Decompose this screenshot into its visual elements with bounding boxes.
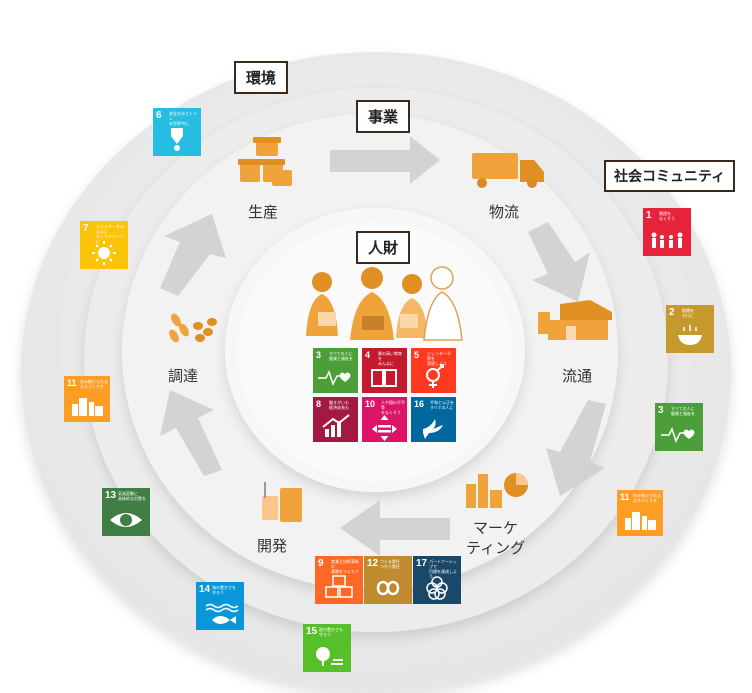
store-icon xyxy=(538,300,612,340)
arrow-marketing-to-development xyxy=(340,500,450,556)
sdg-tile-14: 14 海の豊かさを守ろう xyxy=(196,582,244,630)
cubes-icon xyxy=(325,575,353,598)
book-icon xyxy=(371,369,397,387)
arrow-distribution-to-marketing xyxy=(546,400,606,496)
sdg-tile-13: 13 気候変動に具体的な対策を xyxy=(102,488,150,536)
bowl-icon xyxy=(678,325,702,345)
sdg-tile-9: 9 産業と技術革新の基盤をつくろう xyxy=(315,556,363,604)
eye-globe-icon xyxy=(110,513,142,527)
city-icon xyxy=(72,398,103,416)
sdg-tile-4: 4 質の高い教育をみんなに xyxy=(362,348,407,393)
stage-production: 生産 xyxy=(248,203,279,221)
equality-icon xyxy=(372,415,397,441)
people-label: 人財 xyxy=(356,231,411,264)
stage-marketing: マーケ ティング xyxy=(466,518,525,558)
heartbeat-icon xyxy=(661,427,695,443)
stage-logistics: 物流 xyxy=(489,203,520,221)
marketing-chart-icon xyxy=(466,473,528,508)
sdg-tile-11-right: 11 住み続けられるまちづくりを xyxy=(617,490,663,536)
water-drop-icon xyxy=(171,128,183,151)
arrow-procurement-to-production xyxy=(160,214,226,296)
sdg-tile-17: 17 パートナーシップで目標を達成しよう xyxy=(413,556,461,604)
heartbeat-icon xyxy=(318,370,351,386)
people-illustration xyxy=(306,266,463,341)
family-icon xyxy=(651,232,683,248)
city-icon xyxy=(625,512,656,530)
arrow-development-to-procurement xyxy=(160,390,222,476)
environment-label: 環境 xyxy=(234,61,289,94)
community-label: 社会コミュニティ xyxy=(604,160,736,192)
beaker-icon xyxy=(262,482,302,522)
sdg-tile-1: 1 貧困をなくそう xyxy=(643,208,691,256)
growth-chart-icon xyxy=(322,414,350,437)
business-label: 事業 xyxy=(356,100,411,133)
stage-procurement: 調達 xyxy=(168,367,199,385)
arrow-logistics-to-distribution xyxy=(528,222,590,302)
sdg-tile-11-left: 11 住み続けられるまちづくりを xyxy=(64,376,110,422)
sdg-tile-12: 12 つくる責任つかう責任 xyxy=(364,556,412,604)
sdg-tile-16: 16 平和と公正をすべての人に xyxy=(411,397,456,442)
sdg-tile-15: 15 陸の豊かさも守ろう xyxy=(303,624,351,672)
rings-icon xyxy=(426,576,448,600)
stage-distribution: 流通 xyxy=(562,367,593,385)
stage-development: 開発 xyxy=(257,537,288,555)
sdg-tile-6: 6 安全な水とトイレを世界中に xyxy=(153,108,201,156)
arrow-production-to-logistics xyxy=(330,136,440,184)
tree-icon xyxy=(316,647,343,666)
grain-icon xyxy=(169,313,217,343)
sdg-tile-8: 8 働きがいも経済成長も xyxy=(313,397,358,442)
sdg-tile-2: 2 飢餓をゼロに xyxy=(666,305,714,353)
gender-icon xyxy=(426,364,444,388)
stage-marketing-line2: ティング xyxy=(466,539,526,557)
sdg-tile-7: 7 エネルギーをみんなにそしてクリーンに xyxy=(80,221,128,269)
dove-icon xyxy=(423,419,443,439)
truck-icon xyxy=(472,153,544,188)
stage-marketing-line1: マーケ xyxy=(473,519,519,537)
sdg-tile-10: 10 人や国の不平等をなくそう xyxy=(362,397,407,442)
sdg-tile-5: 5 ジェンダー平等を実現しよう xyxy=(411,348,456,393)
production-icon xyxy=(238,137,292,186)
sun-icon xyxy=(92,241,116,265)
sdg-tile-3-right: 3 すべての人に健康と福祉を xyxy=(655,403,703,451)
infinity-icon xyxy=(376,580,400,596)
sdg-tile-3-center: 3 すべての人に健康と福祉を xyxy=(313,348,358,393)
fish-icon xyxy=(205,603,239,624)
